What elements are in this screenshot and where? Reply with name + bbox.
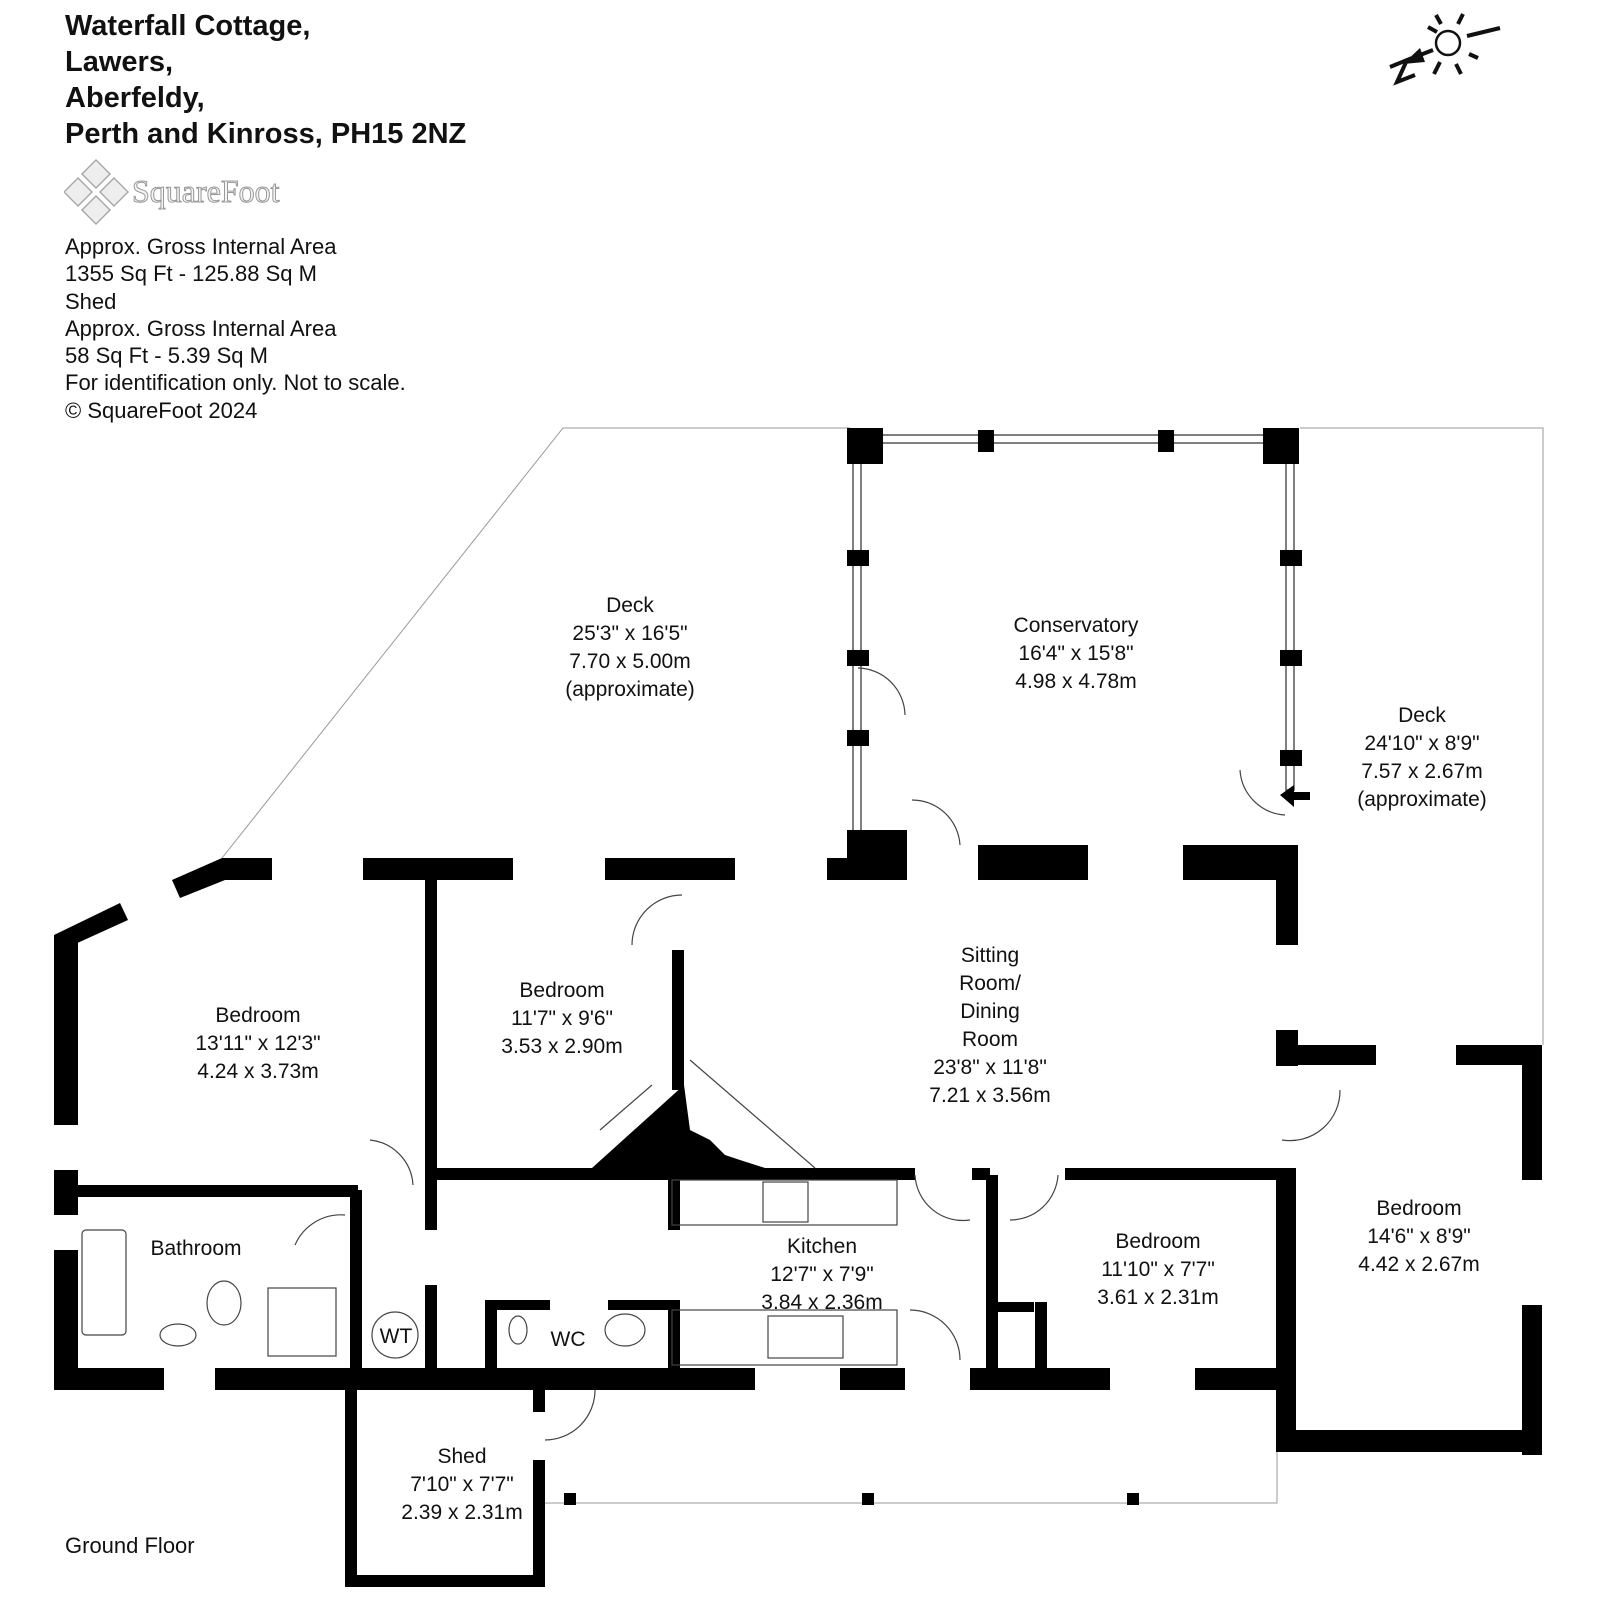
address-line: Waterfall Cottage, <box>65 10 311 42</box>
room-bedroom-1: Bedroom 13'11" x 12'3" 4.24 x 3.73m <box>195 1004 320 1083</box>
svg-text:4.42 x 2.67m: 4.42 x 2.67m <box>1358 1253 1479 1276</box>
svg-text:Kitchen: Kitchen <box>787 1235 857 1258</box>
svg-text:7.57 x 2.67m: 7.57 x 2.67m <box>1361 760 1482 783</box>
svg-text:Deck: Deck <box>1398 704 1446 727</box>
svg-text:3.84 x 2.36m: 3.84 x 2.36m <box>761 1291 882 1314</box>
room-bathroom: Bathroom <box>150 1237 241 1260</box>
property-address: Waterfall Cottage, Lawers, Aberfeldy, Pe… <box>65 8 466 152</box>
room-deck-left: Deck 25'3" x 16'5" 7.70 x 5.00m (approxi… <box>565 594 695 701</box>
svg-text:23'8" x 11'8": 23'8" x 11'8" <box>933 1056 1047 1079</box>
info-line: © SquareFoot 2024 <box>65 397 258 423</box>
svg-text:4.98 x 4.78m: 4.98 x 4.78m <box>1015 670 1136 693</box>
area-info: Approx. Gross Internal Area 1355 Sq Ft -… <box>65 233 406 424</box>
toilet-icon <box>206 1280 242 1326</box>
room-deck-right: Deck 24'10" x 8'9" 7.57 x 2.67m (approxi… <box>1357 704 1487 811</box>
room-shed: Shed 7'10" x 7'7" 2.39 x 2.31m <box>401 1445 522 1524</box>
room-wt: WT <box>380 1325 413 1348</box>
info-line: 1355 Sq Ft - 125.88 Sq M <box>65 261 317 287</box>
info-line: For identification only. Not to scale. <box>65 370 406 396</box>
info-line: Shed <box>65 288 117 314</box>
svg-text:Shed: Shed <box>437 1445 486 1468</box>
info-line: 58 Sq Ft - 5.39 Sq M <box>65 343 268 369</box>
svg-text:Deck: Deck <box>606 594 654 617</box>
room-wc: WC <box>551 1328 586 1351</box>
svg-text:Bedroom: Bedroom <box>1376 1197 1461 1220</box>
info-line: Approx. Gross Internal Area <box>65 315 337 341</box>
sink-icon <box>767 1315 844 1359</box>
squarefoot-logo: SquareFoot <box>62 158 304 233</box>
svg-text:3.53 x 2.90m: 3.53 x 2.90m <box>501 1035 622 1058</box>
room-bedroom-4: Bedroom 14'6" x 8'9" 4.42 x 2.67m <box>1358 1197 1479 1276</box>
address-line: Aberfeldy, <box>65 82 205 114</box>
svg-text:12'7" x 7'9": 12'7" x 7'9" <box>770 1263 874 1286</box>
svg-text:13'11" x 12'3": 13'11" x 12'3" <box>195 1032 320 1055</box>
shower-icon <box>267 1287 337 1357</box>
room-sitting-dining: Sitting Room/ Dining Room 23'8" x 11'8" … <box>929 944 1050 1107</box>
room-conservatory: Conservatory 16'4" x 15'8" 4.98 x 4.78m <box>1014 614 1139 693</box>
svg-text:7.21 x 3.56m: 7.21 x 3.56m <box>929 1084 1050 1107</box>
svg-text:Dining: Dining <box>960 1000 1020 1023</box>
bath-icon <box>81 1229 127 1336</box>
room-bedroom-2: Bedroom 11'7" x 9'6" 3.53 x 2.90m <box>501 979 622 1058</box>
svg-text:3.61 x 2.31m: 3.61 x 2.31m <box>1097 1286 1218 1309</box>
entrance-arrow-icon <box>1280 785 1310 807</box>
floor-label: Ground Floor <box>65 1533 195 1558</box>
svg-text:Room: Room <box>962 1028 1018 1051</box>
water-tank-icon <box>371 1311 419 1359</box>
address-line: Perth and Kinross, PH15 2NZ <box>65 118 467 150</box>
svg-text:7'10" x 7'7": 7'10" x 7'7" <box>410 1473 514 1496</box>
room-kitchen: Kitchen 12'7" x 7'9" 3.84 x 2.36m <box>761 1235 882 1314</box>
svg-text:Bathroom: Bathroom <box>150 1237 241 1260</box>
info-line: Approx. Gross Internal Area <box>65 234 337 259</box>
deck-outline <box>221 427 1544 1504</box>
svg-text:Room/: Room/ <box>959 972 1021 995</box>
svg-text:(approximate): (approximate) <box>1357 788 1487 811</box>
svg-text:24'10" x 8'9": 24'10" x 8'9" <box>1364 732 1479 755</box>
room-bedroom-3: Bedroom 11'10" x 7'7" 3.61 x 2.31m <box>1097 1230 1218 1309</box>
wc-basin-icon <box>508 1315 528 1345</box>
svg-text:2.39 x 2.31m: 2.39 x 2.31m <box>401 1501 522 1524</box>
walls <box>54 845 1542 1587</box>
svg-text:4.24 x 3.73m: 4.24 x 3.73m <box>197 1060 318 1083</box>
svg-text:(approximate): (approximate) <box>565 678 695 701</box>
svg-text:7.70 x 5.00m: 7.70 x 5.00m <box>569 650 690 673</box>
svg-text:SquareFoot: SquareFoot <box>132 173 280 209</box>
svg-text:Bedroom: Bedroom <box>519 979 604 1002</box>
svg-text:Bedroom: Bedroom <box>1115 1230 1200 1253</box>
svg-text:11'7" x 9'6": 11'7" x 9'6" <box>511 1007 613 1030</box>
svg-text:14'6" x 8'9": 14'6" x 8'9" <box>1367 1225 1471 1248</box>
svg-text:11'10" x 7'7": 11'10" x 7'7" <box>1101 1258 1215 1281</box>
svg-text:25'3" x 16'5": 25'3" x 16'5" <box>572 622 687 645</box>
svg-text:Conservatory: Conservatory <box>1014 614 1139 637</box>
hob-icon <box>762 1181 809 1223</box>
svg-text:Bedroom: Bedroom <box>215 1004 300 1027</box>
fixtures <box>81 667 1341 1441</box>
compass-icon <box>1389 13 1501 86</box>
basin-icon <box>159 1323 197 1347</box>
svg-text:16'4" x 15'8": 16'4" x 15'8" <box>1018 642 1133 665</box>
wc-toilet-icon <box>604 1313 646 1347</box>
address-line: Lawers, <box>65 46 173 78</box>
svg-text:Sitting: Sitting <box>961 944 1019 967</box>
